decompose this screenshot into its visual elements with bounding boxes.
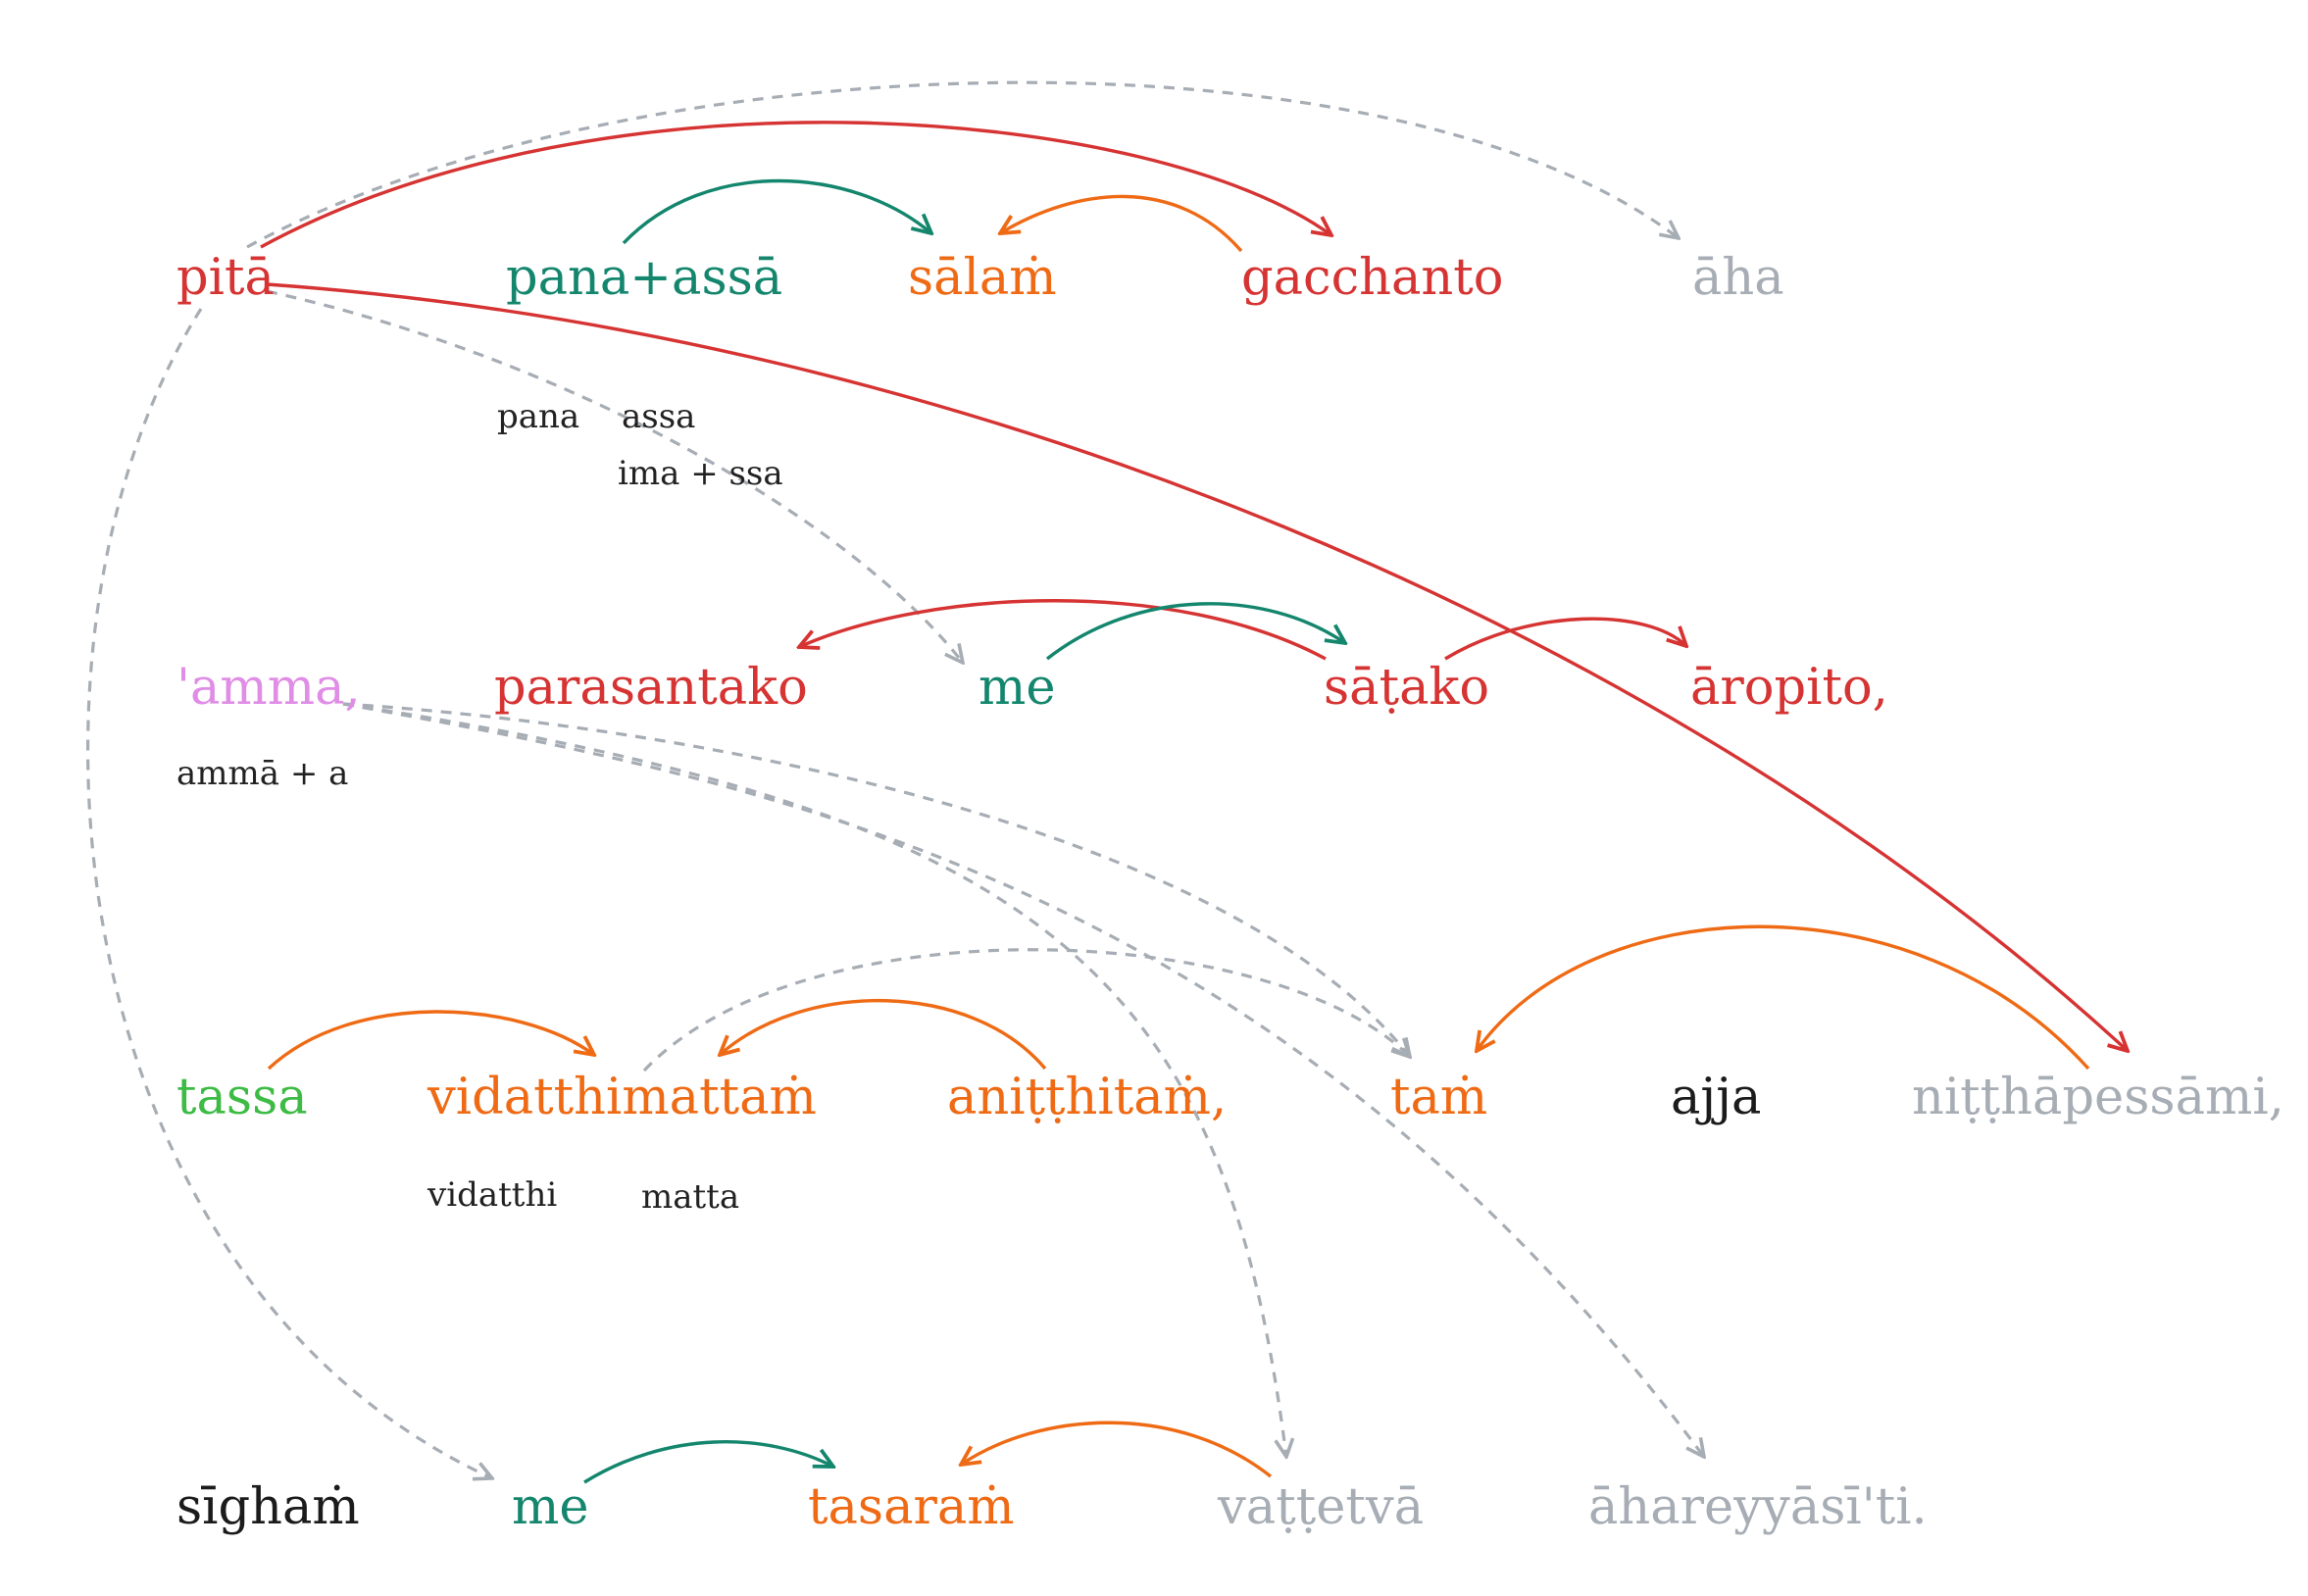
arc-amma-vattetva — [342, 702, 1286, 1457]
word-anitthitam: aniṭṭhitaṁ, — [947, 1069, 1227, 1126]
word-salam: sālaṁ — [908, 249, 1057, 307]
word-vidatthimattam: vidatthimattaṁ — [426, 1069, 817, 1126]
word-nitthapessami: niṭṭhāpessāmi, — [1912, 1069, 2284, 1126]
sub-amma-a: ammā + a — [176, 754, 348, 793]
word-ahareyyasiti: āhareyyāsī'ti. — [1588, 1478, 1928, 1536]
sub-ima-ssa: ima + ssa — [618, 454, 783, 493]
sub-matta: matta — [641, 1177, 739, 1217]
arc-tassa-vidatthimattam — [267, 1010, 594, 1071]
arc-panaassa-salam — [622, 178, 931, 245]
word-pana-assa: pana+assā — [506, 249, 782, 307]
word-me-2: me — [512, 1478, 589, 1536]
word-amma: 'amma, — [176, 659, 361, 717]
word-gacchanto: gacchanto — [1241, 249, 1503, 307]
arc-nitthapessami-tam — [1477, 924, 2090, 1071]
arc-amma-ahareyyasiti — [342, 702, 1704, 1457]
sub-assa: assa — [622, 397, 695, 436]
arc-me2-tasaram — [583, 1440, 833, 1484]
arc-amma-tam — [342, 702, 1410, 1057]
arc-satako-parasantako — [799, 599, 1327, 661]
sub-pana: pana — [497, 397, 579, 436]
arc-pita-me2 — [86, 308, 492, 1478]
word-sigham: sīghaṁ — [176, 1478, 360, 1536]
arc-vattetva-tasaram — [961, 1421, 1273, 1478]
word-pita: pitā — [176, 249, 275, 307]
arc-vidatthimattam-tam — [642, 948, 1410, 1072]
arc-pita-gacchanto — [260, 121, 1331, 249]
arc-pita-aha — [246, 80, 1679, 249]
word-tam: taṁ — [1390, 1069, 1487, 1126]
arc-satako-aropito — [1444, 617, 1686, 661]
word-vattetva: vaṭṭetvā — [1217, 1478, 1424, 1536]
word-aropito: āropito, — [1690, 659, 1888, 717]
sub-vidatthi: vidatthi — [426, 1175, 557, 1215]
arc-me1-satako — [1045, 602, 1345, 661]
word-parasantako: parasantako — [494, 659, 808, 717]
word-tasaram: tasaraṁ — [808, 1478, 1015, 1536]
arc-pita-me1 — [266, 289, 963, 663]
word-satako: sāṭako — [1324, 659, 1489, 717]
arc-pita-nitthapessami — [266, 282, 2128, 1051]
word-me-1: me — [978, 659, 1056, 717]
arc-gacchanto-salam — [1000, 194, 1243, 253]
arc-anitthitam-vidatthimattam — [720, 998, 1047, 1071]
word-aha: āha — [1692, 249, 1784, 307]
word-ajja: ajja — [1671, 1069, 1761, 1126]
word-tassa: tassa — [176, 1069, 308, 1126]
